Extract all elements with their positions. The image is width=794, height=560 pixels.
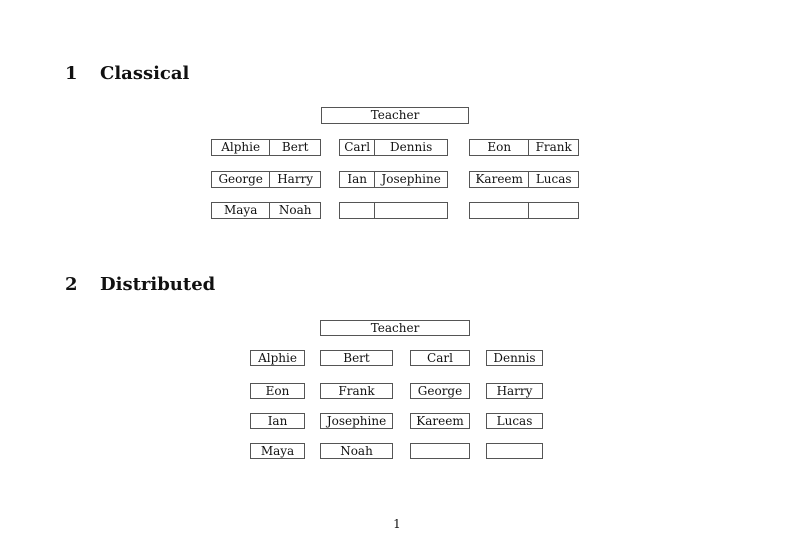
section-1-heading: 1 Classical [65, 65, 189, 83]
seat-empty [340, 203, 376, 218]
classical-teacher-box: Teacher [321, 107, 469, 124]
seat-name: Dennis [390, 140, 433, 154]
distributed-desk: Alphie [250, 350, 305, 366]
distributed-teacher-box: Teacher [320, 320, 470, 336]
classical-teacher-label: Teacher [370, 108, 420, 122]
seat-name: Carl [340, 140, 376, 155]
classical-desk-pair: Kareem Lucas [469, 171, 579, 188]
distributed-desk: Kareem [410, 413, 470, 429]
distributed-desk: George [410, 383, 470, 399]
seat-name: Frank [535, 140, 572, 154]
seat-name: Harry [277, 172, 314, 186]
seat-name: Ian [340, 172, 376, 187]
classical-desk-pair: Maya Noah [211, 202, 321, 219]
distributed-desk: Noah [320, 443, 393, 459]
distributed-desk: Eon [250, 383, 305, 399]
distributed-teacher-label: Teacher [370, 321, 420, 335]
distributed-desk: Maya [250, 443, 305, 459]
seat-name: Lucas [535, 172, 572, 186]
seat-name: Alphie [212, 140, 271, 155]
section-1-title: Classical [100, 63, 190, 84]
seat-empty [470, 203, 530, 218]
distributed-desk: Harry [486, 383, 543, 399]
section-2-heading: 2 Distributed [65, 276, 215, 294]
distributed-desk: Josephine [320, 413, 393, 429]
classical-desk-pair-empty [339, 202, 448, 219]
seat-name: Noah [278, 203, 312, 217]
distributed-desk: Carl [410, 350, 470, 366]
seat-name: Bert [281, 140, 309, 154]
seat-name: Kareem [470, 172, 530, 187]
classical-desk-pair: Eon Frank [469, 139, 579, 156]
distributed-desk-empty [486, 443, 543, 459]
section-2-number: 2 [65, 274, 78, 295]
classical-desk-pair-empty [469, 202, 579, 219]
seat-empty [375, 203, 447, 218]
classical-desk-pair: George Harry [211, 171, 321, 188]
distributed-desk: Bert [320, 350, 393, 366]
distributed-desk: Ian [250, 413, 305, 429]
section-2-title: Distributed [100, 274, 216, 295]
distributed-desk: Frank [320, 383, 393, 399]
seat-name: Eon [470, 140, 530, 155]
classical-desk-pair: Carl Dennis [339, 139, 448, 156]
page-number: 1 [393, 517, 401, 531]
seat-empty [529, 203, 578, 218]
distributed-desk-empty [410, 443, 470, 459]
section-1-number: 1 [65, 63, 78, 84]
distributed-desk: Dennis [486, 350, 543, 366]
distributed-desk: Lucas [486, 413, 543, 429]
classical-desk-pair: Ian Josephine [339, 171, 448, 188]
seat-name: George [212, 172, 271, 187]
classical-desk-pair: Alphie Bert [211, 139, 321, 156]
seat-name: Maya [212, 203, 271, 218]
seat-name: Josephine [381, 172, 441, 186]
